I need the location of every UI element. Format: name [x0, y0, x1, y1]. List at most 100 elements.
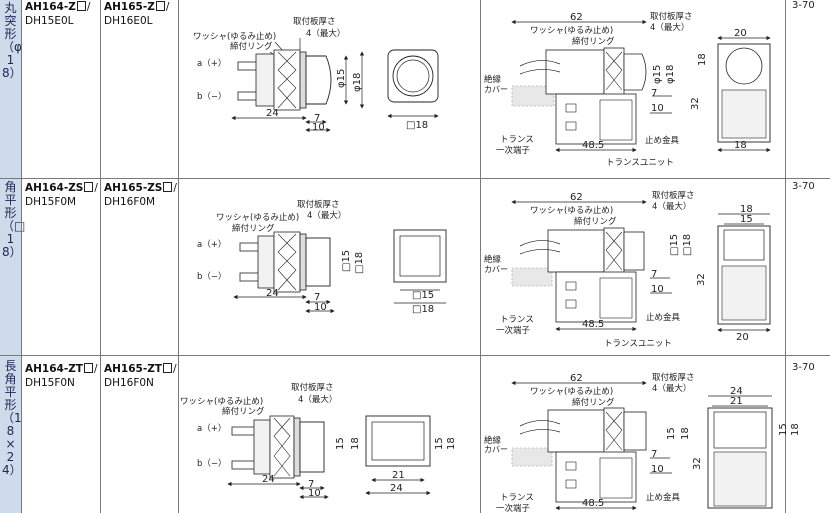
svg-text:カバー: カバー	[484, 445, 508, 454]
svg-text:絶縁: 絶縁	[484, 435, 502, 446]
svg-text:b（−）: b（−）	[197, 271, 227, 282]
front-view-rect: 15 18 21 24	[365, 415, 457, 496]
svg-text:□18: □18	[682, 234, 693, 256]
svg-text:18: 18	[350, 437, 361, 450]
svg-text:62: 62	[570, 12, 583, 23]
svg-text:ワッシャ(ゆるみ止め): ワッシャ(ゆるみ止め)	[180, 396, 263, 407]
svg-text:10: 10	[651, 103, 664, 114]
category-cell-rect	[0, 356, 21, 513]
svg-text:15: 15	[740, 214, 753, 225]
model-number-a: AH164-Z/DH15E0L	[25, 1, 91, 27]
grid-line	[100, 0, 101, 513]
svg-text:絶縁: 絶縁	[484, 74, 502, 85]
svg-text:φ15: φ15	[652, 65, 663, 84]
svg-text:a（+）: a（+）	[197, 58, 226, 69]
svg-text:φ18: φ18	[352, 73, 363, 92]
svg-text:トランス: トランス	[500, 135, 534, 145]
model-number-b: AH165-Z/DH16E0L	[104, 1, 170, 27]
svg-text:32: 32	[692, 457, 703, 470]
svg-text:ワッシャ(ゆるみ止め): ワッシャ(ゆるみ止め)	[530, 205, 613, 216]
svg-text:4（最大）: 4（最大）	[307, 210, 346, 221]
svg-text:7: 7	[651, 449, 657, 460]
svg-text:φ18: φ18	[665, 65, 676, 84]
svg-text:トランスユニット: トランスユニット	[606, 158, 674, 168]
grid-line	[480, 0, 481, 513]
grid-line	[0, 178, 830, 179]
svg-text:締付リング: 締付リング	[574, 216, 617, 227]
model-number-b: AH165-ZS/DH16F0M	[104, 182, 177, 208]
svg-text:10: 10	[651, 464, 664, 475]
front-view-round: □18	[387, 49, 439, 131]
svg-text:ワッシャ(ゆるみ止め): ワッシャ(ゆるみ止め)	[216, 212, 299, 223]
svg-text:7: 7	[314, 292, 320, 303]
svg-text:21: 21	[392, 470, 405, 481]
svg-text:18: 18	[446, 437, 457, 450]
svg-text:止め金具: 止め金具	[645, 135, 680, 146]
svg-text:15: 15	[335, 437, 346, 450]
page-ref: 3-70	[792, 362, 815, 373]
svg-text:□18: □18	[412, 304, 434, 315]
svg-text:ワッシャ(ゆるみ止め): ワッシャ(ゆるみ止め)	[530, 25, 613, 36]
svg-text:締付リング: 締付リング	[572, 36, 615, 47]
svg-text:10: 10	[312, 122, 325, 133]
category-label: 長角平形（18×24）	[2, 359, 22, 477]
svg-text:4（最大）: 4（最大）	[650, 22, 689, 33]
svg-text:取付板厚さ: 取付板厚さ	[652, 372, 695, 383]
svg-text:締付リング: 締付リング	[232, 223, 275, 234]
svg-text:62: 62	[570, 192, 583, 203]
svg-text:止め金具: 止め金具	[646, 492, 681, 503]
end-view-rect: 24 21 15 18	[707, 386, 801, 509]
svg-text:18: 18	[697, 53, 708, 66]
svg-text:一次端子: 一次端子	[496, 145, 531, 156]
svg-text:取付板厚さ: 取付板厚さ	[293, 16, 336, 27]
svg-text:a（+）: a（+）	[197, 239, 226, 250]
svg-text:□15: □15	[669, 234, 680, 256]
side-view-rect: 取付板厚さ 4（最大） ワッシャ(ゆるみ止め) 締付リング a（+） b（−） …	[180, 382, 361, 500]
svg-text:18: 18	[790, 423, 801, 436]
svg-text:48.5: 48.5	[582, 498, 604, 509]
grid-line	[785, 0, 786, 513]
category-cell-square	[0, 179, 21, 355]
grid-line	[21, 0, 22, 513]
svg-text:10: 10	[651, 284, 664, 295]
category-cell-round	[0, 0, 21, 178]
svg-text:カバー: カバー	[484, 85, 508, 94]
svg-text:b（−）: b（−）	[197, 458, 227, 469]
svg-text:カバー: カバー	[484, 265, 508, 274]
end-view-round: 20 18	[717, 28, 771, 153]
transformer-view-round: 62 取付板厚さ 4（最大） ワッシャ(ゆるみ止め) 締付リング 絶縁 カバー …	[484, 11, 708, 168]
front-view-square: □15 □18	[393, 229, 447, 315]
svg-text:10: 10	[314, 302, 327, 313]
svg-text:取付板厚さ: 取付板厚さ	[652, 190, 695, 201]
svg-text:ワッシャ(ゆるみ止め): ワッシャ(ゆるみ止め)	[530, 386, 613, 397]
svg-text:締付リング: 締付リング	[572, 397, 615, 408]
grid-line	[0, 355, 830, 356]
svg-text:b（−）: b（−）	[197, 91, 227, 102]
svg-text:□18: □18	[354, 252, 365, 274]
svg-text:止め金具: 止め金具	[646, 312, 681, 323]
svg-text:18: 18	[680, 427, 691, 440]
svg-text:取付板厚さ: 取付板厚さ	[297, 199, 340, 210]
side-view-square: 取付板厚さ 4（最大） ワッシャ(ゆるみ止め) 締付リング a（+） b（−） …	[197, 199, 365, 314]
svg-text:4（最大）: 4（最大）	[298, 394, 337, 405]
transformer-view-square: 62 取付板厚さ 4（最大） ワッシャ(ゆるみ止め) 締付リング 絶縁 カバー …	[484, 190, 707, 349]
svg-text:一次端子: 一次端子	[496, 503, 531, 513]
svg-text:18: 18	[740, 204, 753, 215]
svg-text:4（最大）: 4（最大）	[652, 201, 691, 212]
svg-text:一次端子: 一次端子	[496, 325, 531, 336]
svg-text:トランスユニット: トランスユニット	[604, 339, 672, 349]
svg-text:15: 15	[434, 437, 445, 450]
svg-text:トランス: トランス	[500, 315, 534, 325]
model-number-a: AH164-ZT/DH15F0N	[25, 363, 98, 389]
svg-text:48.5: 48.5	[582, 319, 604, 330]
svg-text:a（+）: a（+）	[197, 423, 226, 434]
svg-text:トランス: トランス	[500, 493, 534, 503]
model-number-a: AH164-ZS/DH15F0M	[25, 182, 98, 208]
svg-text:7: 7	[308, 479, 314, 490]
svg-text:7: 7	[651, 88, 657, 99]
svg-text:ワッシャ(ゆるみ止め): ワッシャ(ゆるみ止め)	[193, 31, 276, 42]
svg-text:15: 15	[666, 427, 677, 440]
svg-text:62: 62	[570, 373, 583, 384]
